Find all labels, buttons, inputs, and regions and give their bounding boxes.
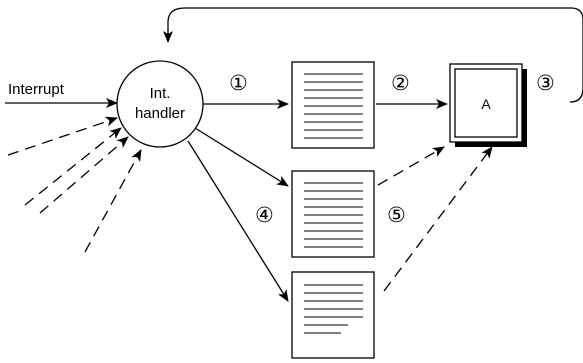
- step-1-marker: ①: [229, 71, 248, 95]
- process-label: A: [481, 96, 491, 112]
- handler-label-line2: handler: [135, 105, 185, 122]
- dashed-interrupt-arrow-2: [24, 127, 122, 206]
- doc2-to-process-dashed-arrow: [377, 146, 445, 186]
- handler-to-doc2-arrow: [194, 127, 289, 187]
- buffer-document-1: [291, 61, 375, 149]
- buffer-document-3: [291, 271, 375, 359]
- interrupt-label: Interrupt: [8, 81, 65, 98]
- doc3-to-process-dashed-arrow: [383, 146, 493, 292]
- step-3-marker: ③: [536, 71, 555, 95]
- handler-label-line1: Int.: [150, 85, 171, 102]
- interrupt-handler-node: [116, 60, 204, 148]
- step-4-marker: ④: [255, 203, 274, 227]
- step-2-marker: ②: [391, 71, 410, 95]
- dashed-interrupt-arrow-3: [39, 136, 129, 214]
- process-a-box: A: [449, 63, 527, 147]
- dashed-interrupt-arrow-1: [7, 116, 118, 156]
- buffer-document-2: [291, 170, 375, 258]
- step-5-marker: ⑤: [387, 203, 406, 227]
- feedback-loop-arrow: [163, 7, 583, 103]
- dashed-interrupt-arrow-4: [84, 149, 142, 253]
- handler-to-doc3-arrow: [187, 140, 289, 302]
